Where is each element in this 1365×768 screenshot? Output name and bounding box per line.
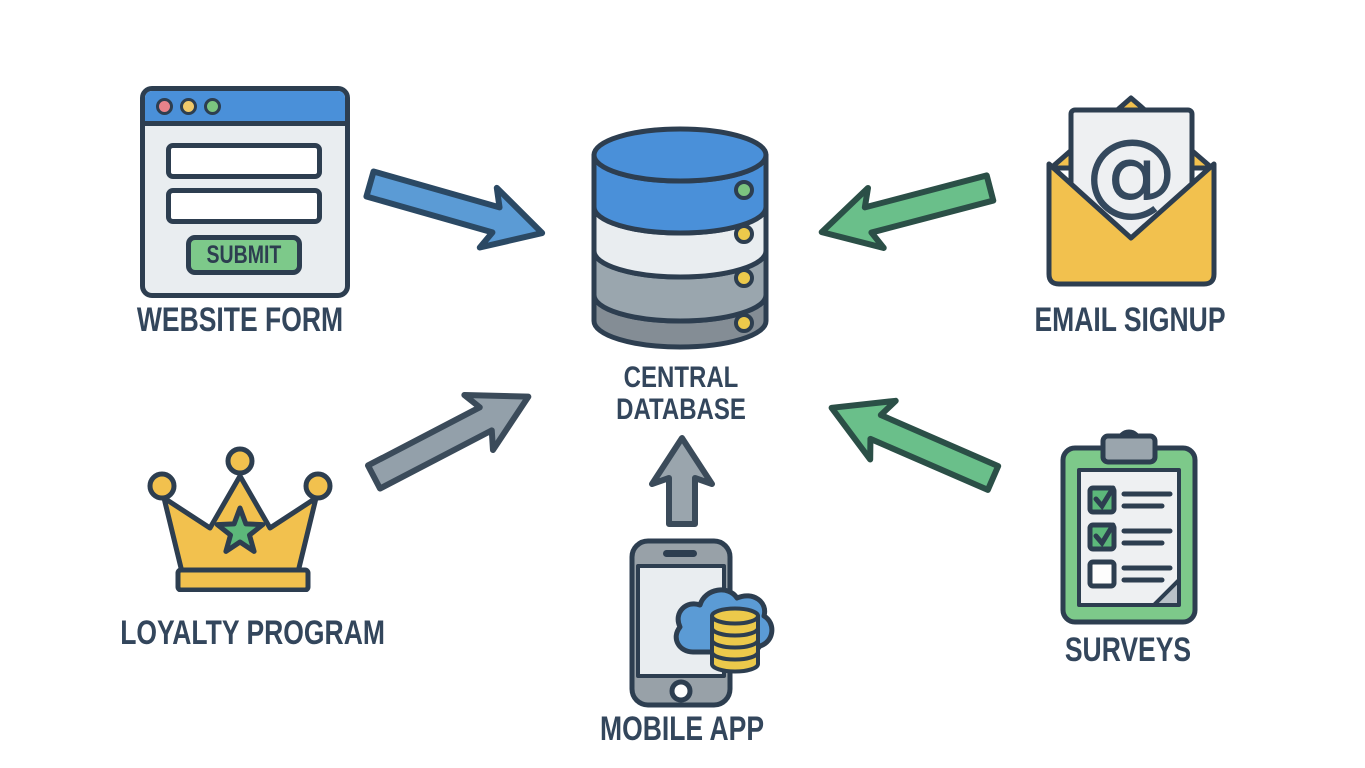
window-dot-red-icon <box>156 97 173 115</box>
form-input-field <box>166 143 322 179</box>
star-icon <box>214 505 266 554</box>
form-input-field <box>166 188 322 224</box>
window-dot-green-icon <box>204 97 221 115</box>
website-form-label: WEBSITE FORM <box>136 301 344 339</box>
database-led-yellow <box>734 313 754 333</box>
database-led-green <box>734 180 754 200</box>
database-led-yellow <box>734 224 754 244</box>
submit-button-label: SUBMIT <box>206 240 282 269</box>
email-signup-label: EMAIL SIGNUP <box>1034 301 1226 339</box>
checkbox-empty <box>1087 559 1117 589</box>
browser-window-icon: SUBMIT <box>140 86 350 298</box>
database-icon <box>591 126 769 350</box>
arrow-loyalty-to-database <box>364 392 532 492</box>
clipboard-clip <box>1100 433 1158 465</box>
browser-titlebar <box>145 91 345 126</box>
arrow-mobile-to-database <box>649 435 715 527</box>
clipboard-checklist-icon <box>1060 429 1198 625</box>
phone-home-button <box>669 679 693 703</box>
phone-speaker <box>663 550 697 557</box>
crown-icon <box>147 446 333 592</box>
database-led-yellow <box>734 268 754 288</box>
central-database-label: CENTRAL DATABASE <box>616 361 746 426</box>
arrow-website-to-database <box>363 168 546 251</box>
arrow-surveys-to-database <box>828 397 1002 493</box>
surveys-label: SURVEYS <box>1064 631 1192 669</box>
submit-button: SUBMIT <box>186 235 302 275</box>
arrow-email-to-database <box>818 172 997 251</box>
email-envelope-icon: @ <box>1046 95 1217 287</box>
phone-cloud-sync-icon <box>629 538 775 708</box>
window-dot-yellow-icon <box>180 97 197 115</box>
mobile-app-label: MOBILE APP <box>599 710 765 748</box>
folded-corner <box>1152 578 1181 607</box>
loyalty-program-label: LOYALTY PROGRAM <box>120 614 385 652</box>
